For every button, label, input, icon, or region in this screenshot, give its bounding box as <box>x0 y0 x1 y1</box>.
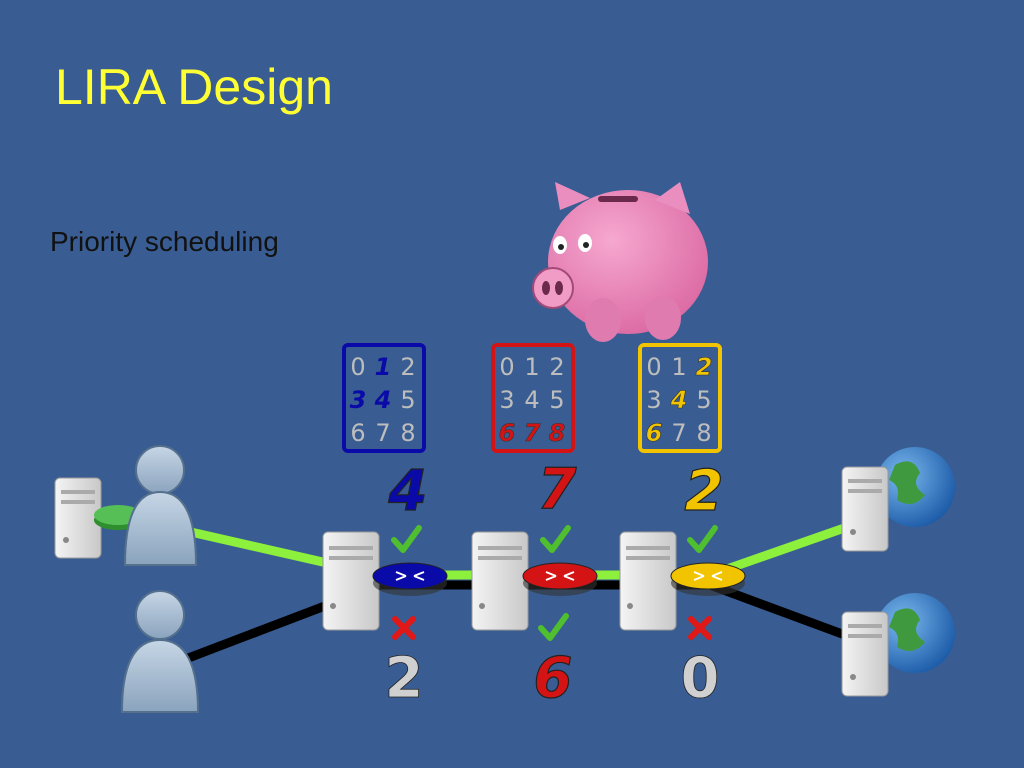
selected-priority-number: 2 <box>685 459 724 524</box>
router-icon <box>670 562 746 596</box>
globe-icon <box>875 447 955 527</box>
server-icon <box>841 611 889 697</box>
grid-digit: 8 <box>549 419 566 447</box>
grid-digit: 6 <box>350 419 365 447</box>
grid-digit: 3 <box>499 386 514 414</box>
selected-priority-number: 4 <box>388 459 428 524</box>
selected-priority-number: 7 <box>538 457 577 522</box>
server-icon <box>619 531 677 631</box>
grid-digit: 4 <box>374 386 392 414</box>
grid-digit: 5 <box>549 386 564 414</box>
router-icon <box>372 562 448 596</box>
grid-digit: 6 <box>499 419 516 447</box>
grid-digit: 1 <box>671 353 686 381</box>
grid-digit: 2 <box>400 353 415 381</box>
server-icon <box>322 531 380 631</box>
grid-digit: 5 <box>696 386 711 414</box>
grid-digit: 3 <box>350 386 367 414</box>
cross-icon <box>688 616 712 640</box>
grid-digit: 1 <box>375 353 392 381</box>
slide-subtitle: Priority scheduling <box>50 226 279 257</box>
grid-digit: 4 <box>670 386 688 414</box>
grid-digit: 2 <box>696 353 713 381</box>
alternate-priority-number: 6 <box>534 646 573 711</box>
grid-digit: 6 <box>646 419 663 447</box>
server-icon <box>54 477 102 559</box>
grid-digit: 7 <box>375 419 390 447</box>
grid-digit: 0 <box>350 353 365 381</box>
server-icon <box>841 466 889 552</box>
router-icon <box>522 562 598 596</box>
check-icon <box>540 525 571 553</box>
check-icon <box>391 525 422 553</box>
grid-digit: 8 <box>400 419 415 447</box>
grid-digit: 3 <box>646 386 661 414</box>
grid-digit: 0 <box>499 353 514 381</box>
grid-digit: 5 <box>400 386 415 414</box>
user-icon <box>123 445 198 566</box>
grid-digit: 1 <box>524 353 539 381</box>
globe-icon <box>875 593 955 673</box>
server-icon <box>471 531 529 631</box>
grid-digit: 8 <box>696 419 711 447</box>
cross-icon <box>392 616 416 640</box>
alternate-priority-number: 0 <box>681 646 720 711</box>
piggy-bank-icon <box>532 182 708 342</box>
slide-title: LIRA Design <box>55 59 333 115</box>
check-icon <box>538 613 569 641</box>
alternate-priority-number: 2 <box>385 646 424 711</box>
grid-digit: 7 <box>524 419 541 447</box>
user-icon <box>120 590 200 713</box>
check-icon <box>687 525 718 553</box>
grid-digit: 7 <box>671 419 686 447</box>
grid-digit: 0 <box>646 353 661 381</box>
grid-digit: 4 <box>524 386 539 414</box>
grid-digit: 2 <box>549 353 564 381</box>
